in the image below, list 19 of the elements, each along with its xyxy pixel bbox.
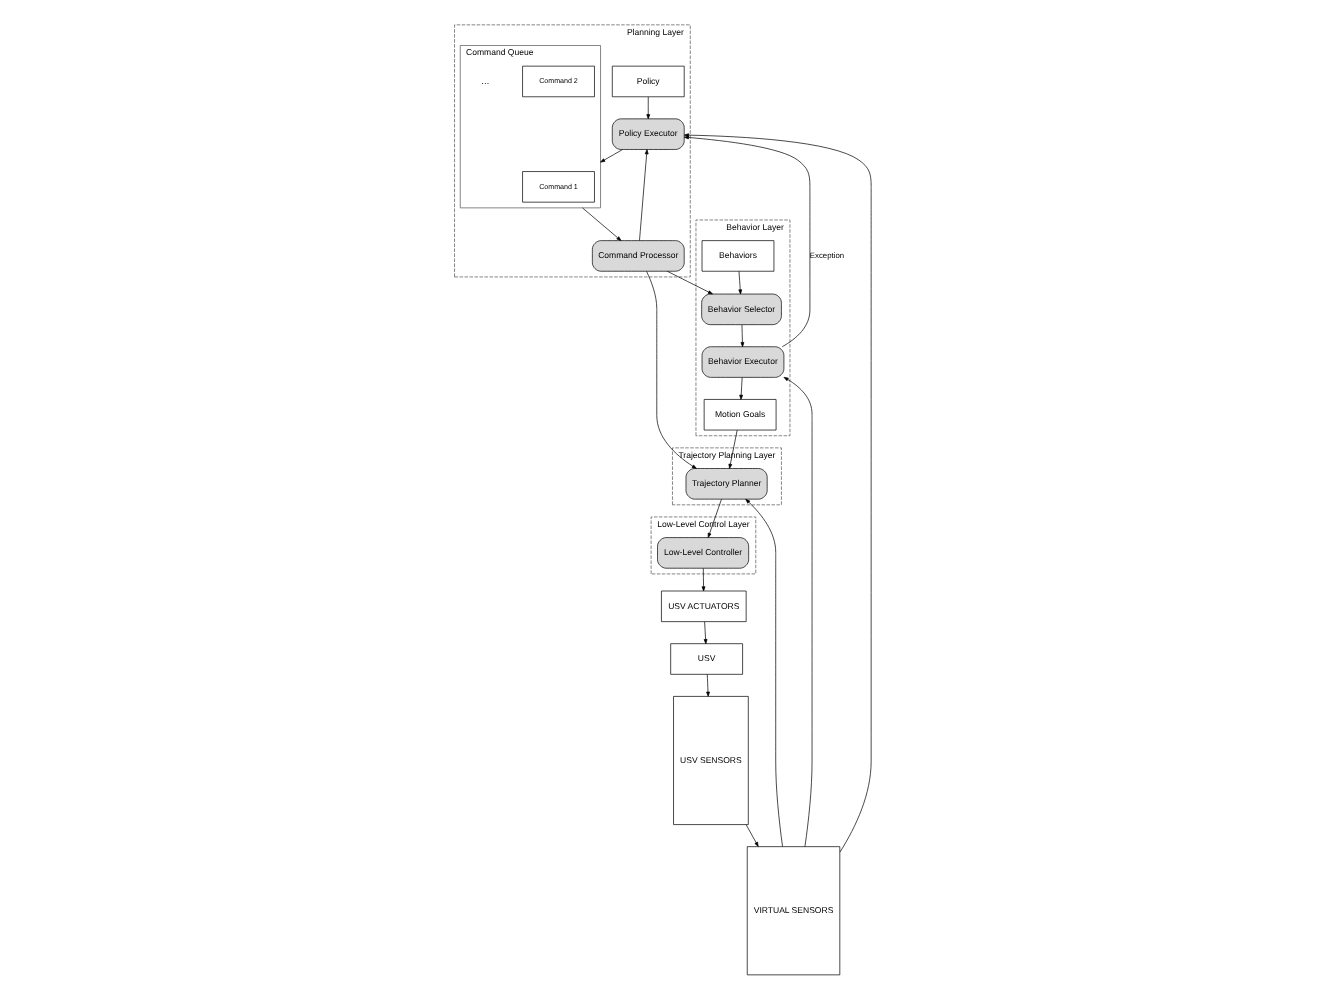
- arrow: [706, 498, 721, 538]
- arrow: [744, 498, 782, 847]
- arrow: [744, 824, 758, 847]
- arrow: [782, 376, 812, 847]
- arrow: [738, 377, 742, 400]
- arrow: [645, 271, 696, 469]
- arrow: [727, 429, 737, 469]
- arrow: [638, 149, 648, 241]
- arrow: [700, 568, 705, 592]
- arrow: [599, 149, 622, 163]
- arrow: [581, 207, 621, 241]
- arrow: [645, 96, 650, 120]
- arrow: [665, 270, 712, 295]
- arrow: [682, 135, 810, 348]
- arrow: [682, 133, 871, 853]
- arrow: [705, 674, 709, 697]
- arrow: [702, 621, 707, 645]
- arrow: [739, 324, 744, 348]
- arrow: [737, 271, 742, 295]
